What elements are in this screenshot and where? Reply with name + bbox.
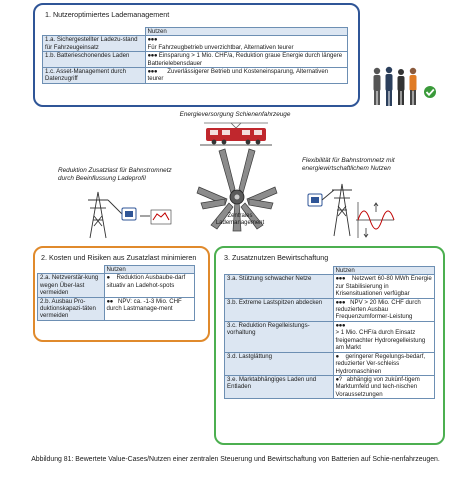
- pylon-left-icon: [88, 191, 172, 239]
- box1-header: Nutzen: [144, 26, 348, 37]
- row-text: Zuverlässigerer Betrieb und Kosteneinspa…: [147, 68, 329, 83]
- figure-caption: Abbildung 81: Bewertete Value-Cases/Nutz…: [31, 456, 440, 463]
- box2-title: 2. Kosten und Risiken aus Zusatzlast min…: [41, 253, 197, 262]
- table-row: 1.b. Batterieschonendes Laden ●●● Einspa…: [42, 51, 348, 69]
- pylon-right-icon: [307, 183, 395, 238]
- table-row: 3.a. Stützung schwacher Netze ●●● Netzwe…: [224, 274, 435, 299]
- table-row: 2.b. Ausbau Pro-duktionskapazi-täten ver…: [37, 296, 195, 321]
- row-text: NPV > 20 Mio. CHF durch reduzierten Ausb…: [335, 298, 421, 321]
- row-label: 2.b. Ausbau Pro-duktionskapazi-täten ver…: [37, 296, 105, 321]
- row-text: Einsparung > 1 Mio. CHF/a, Reduktion gra…: [147, 52, 343, 67]
- rating-dots: ●●●: [147, 52, 158, 60]
- row-label: 1.b. Batterieschonendes Laden: [42, 51, 146, 69]
- table-row: 3.b. Extreme Lastspitzen abdecken ●●● NP…: [224, 297, 435, 322]
- supply-label: Energieversorgung Schienenfahrzeuge: [179, 111, 291, 118]
- people-icon: [373, 66, 436, 106]
- row-text: NPV: ca. -1-3 Mio. CHF durch Lastmanage-…: [106, 297, 182, 313]
- row-text: abhängig von zukünf-tigem Marktumfeld un…: [335, 376, 420, 398]
- tool-label: Zentrales Lademanagement: [215, 213, 265, 226]
- row-text: > 1 Mio. CHF/a durch Einsatz freigemacht…: [335, 329, 426, 352]
- box2-table: Nutzen 2.a. Netzverstär-kung wegen Über-…: [37, 264, 195, 321]
- row-label: 3.e. Marktabhängiges Laden und Entladen: [224, 375, 334, 400]
- box-kosten-risiken: 2. Kosten und Risiken aus Zusatzlast min…: [33, 246, 210, 342]
- box1-title: 1. Nutzeroptimiertes Lademanagement: [45, 10, 170, 19]
- rating-dots: ●●●: [335, 321, 346, 329]
- left-label: Reduktion Zusatzlast für Bahnstromnetz d…: [58, 167, 172, 182]
- table-row: 3.d. Lastglättung ● geringerer Regelungs…: [224, 351, 435, 377]
- row-label: 2.a. Netzverstär-kung wegen Über-last ve…: [37, 273, 105, 298]
- row-label: 3.a. Stützung schwacher Netze: [224, 274, 334, 299]
- train-icon: [200, 122, 272, 146]
- box2-header: Nutzen: [103, 264, 195, 275]
- row-text: geringerer Regelungs-bedarf, reduzierter…: [335, 352, 426, 375]
- box-zusatznutzen: 3. Zusatznutzen Bewirtschaftung Nutzen 3…: [214, 246, 445, 445]
- rating-dots: ●: [106, 274, 111, 282]
- row-label: 1.c. Asset-Management durch Datenzugriff: [42, 67, 146, 84]
- multitool-icon: [196, 148, 278, 232]
- rating-dots: ●●●: [147, 36, 158, 44]
- table-row: 1.a. Sichergestellter Ladezu-stand für F…: [42, 35, 348, 53]
- rating-dots: ●●●: [147, 68, 158, 76]
- rating-dots: ●: [335, 352, 340, 360]
- box3-title: 3. Zusatznutzen Bewirtschaftung: [224, 253, 329, 262]
- table-row: 2.a. Netzverstär-kung wegen Über-last ve…: [37, 273, 195, 298]
- box1-table: Nutzen 1.a. Sichergestellter Ladezu-stan…: [42, 26, 348, 84]
- rating-dots: ●?: [335, 376, 343, 384]
- rating-dots: ●●●: [335, 275, 346, 283]
- row-label: 3.b. Extreme Lastspitzen abdecken: [224, 297, 334, 322]
- table-row: 1.c. Asset-Management durch Datenzugriff…: [42, 67, 348, 84]
- row-label: 1.a. Sichergestellter Ladezu-stand für F…: [42, 35, 146, 53]
- row-label: 3.c. Reduktion Regelleistungs-vorhaltung: [224, 320, 334, 353]
- row-text: Für Fahrzeugbetrieb unverzichtbar, Alter…: [147, 43, 294, 51]
- box3-header: Nutzen: [332, 265, 435, 276]
- box3-table: Nutzen 3.a. Stützung schwacher Netze ●●●…: [224, 265, 435, 400]
- row-label: 3.d. Lastglättung: [224, 351, 334, 377]
- table-row: 3.e. Marktabhängiges Laden und Entladen …: [224, 375, 435, 400]
- table-row: 3.c. Reduktion Regelleistungs-vorhaltung…: [224, 320, 435, 353]
- rating-dots: ●●●: [335, 298, 346, 306]
- row-text: Netzwert 60-80 MWh Energie zur Stabilisi…: [335, 275, 432, 298]
- box-nutzeroptimiertes-lademanagement: 1. Nutzeroptimiertes Lademanagement Nutz…: [33, 3, 360, 107]
- right-label: Flexibilität für Bahnstromnetz mit energ…: [302, 157, 395, 172]
- row-text: Reduktion Ausbaube-darf situativ an Lade…: [106, 274, 186, 289]
- rating-dots: ●●: [106, 297, 114, 305]
